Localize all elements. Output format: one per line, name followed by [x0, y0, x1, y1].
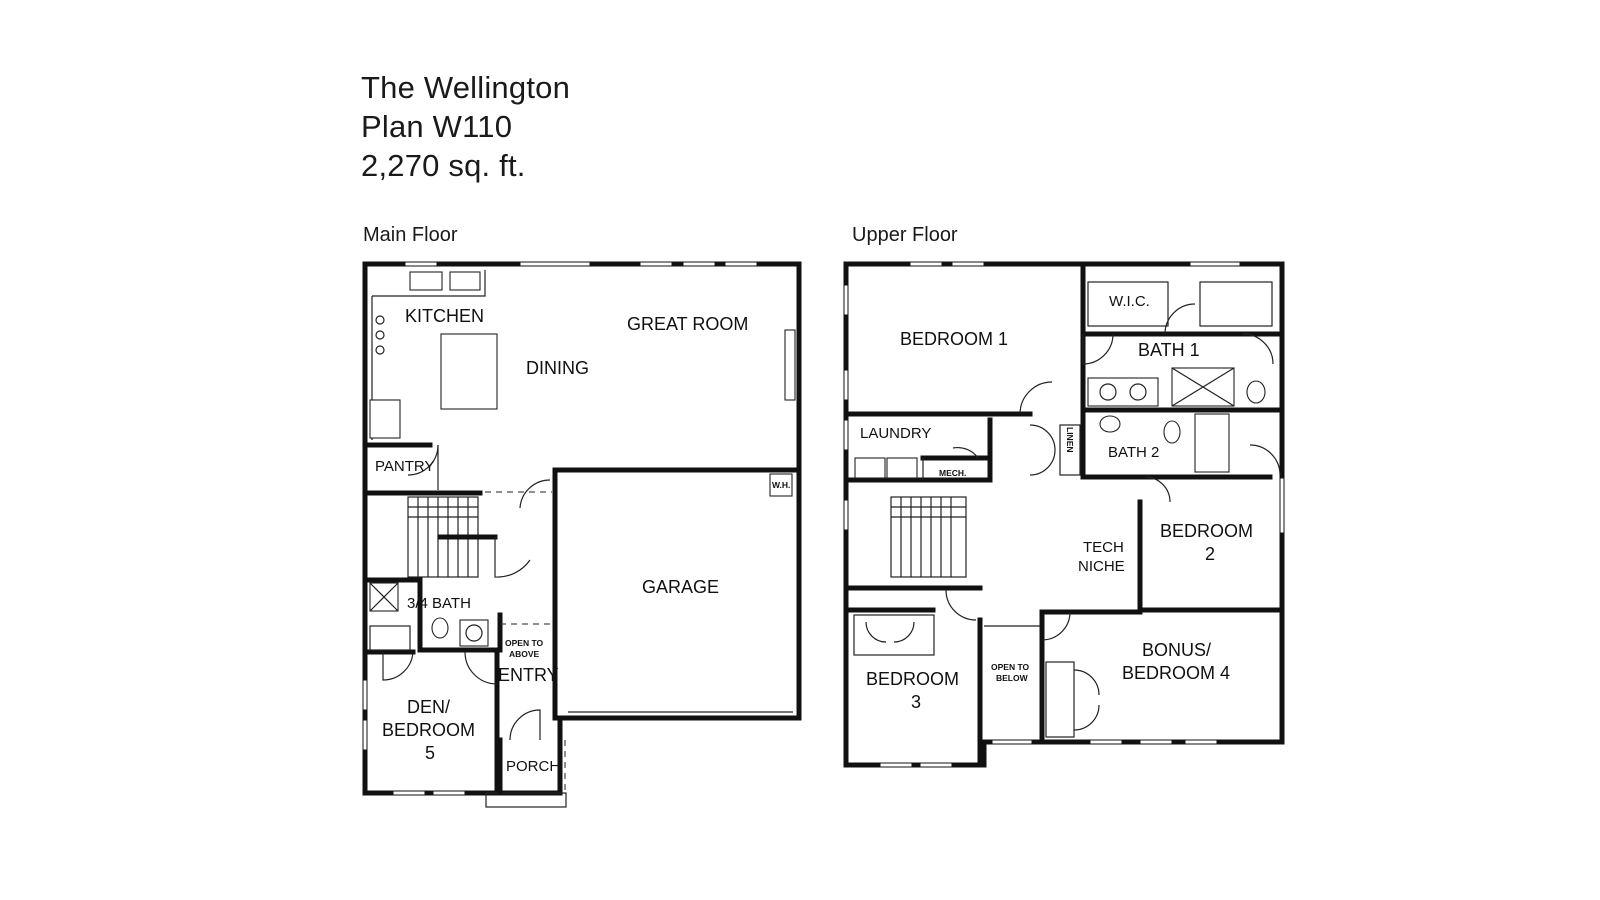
window	[432, 790, 466, 796]
room-three-quarter-bath: 3/4 BATH	[407, 595, 471, 612]
double-vanity	[1087, 377, 1159, 407]
window	[1189, 261, 1241, 267]
label-open-to-below-1: OPEN TO	[991, 662, 1029, 672]
window	[639, 261, 673, 267]
upper-floor-plan: BEDROOM 1 W.I.C. BATH 1 LAUNDRY LINEN BA…	[843, 261, 1285, 768]
window	[879, 762, 913, 768]
room-pantry: PANTRY	[375, 458, 434, 475]
room-garage: GARAGE	[642, 577, 719, 597]
window	[362, 719, 368, 751]
label-water-heater: W.H.	[772, 480, 790, 490]
room-bonus-line1: BONUS/	[1142, 640, 1211, 660]
window	[909, 261, 943, 267]
window	[951, 261, 985, 267]
room-den-line2: BEDROOM	[382, 720, 475, 740]
main-floor-label: Main Floor	[363, 224, 458, 246]
window	[1139, 739, 1173, 745]
kitchen-island	[440, 333, 498, 410]
label-open-to-above-2: ABOVE	[509, 649, 540, 659]
plan-area: 2,270 sq. ft.	[361, 148, 526, 183]
room-den-line1: DEN/	[407, 697, 450, 717]
vanity	[459, 619, 489, 647]
room-tech-niche-1: TECH	[1083, 539, 1124, 556]
main-floor-plan: KITCHEN DINING GREAT ROOM PANTRY GARAGE …	[362, 261, 802, 808]
bath2-toilet	[1163, 420, 1181, 444]
room-bedroom-2-line2: 2	[1205, 544, 1215, 564]
window	[1089, 739, 1123, 745]
plan-name: The Wellington	[361, 70, 571, 105]
toilet	[431, 617, 449, 639]
label-open-to-below-2: BELOW	[996, 673, 1029, 683]
window	[843, 419, 849, 451]
room-bedroom-1: BEDROOM 1	[900, 329, 1008, 349]
bath2-sink	[1099, 415, 1121, 433]
window	[724, 261, 758, 267]
window	[362, 679, 368, 711]
room-bath-2: BATH 2	[1108, 444, 1159, 461]
room-tech-niche-2: NICHE	[1078, 558, 1125, 575]
room-wic: W.I.C.	[1109, 293, 1150, 310]
room-bedroom-3-line1: BEDROOM	[866, 669, 959, 689]
window	[404, 261, 438, 267]
window	[1184, 739, 1218, 745]
dishwasher	[449, 271, 481, 291]
window	[682, 261, 716, 267]
water-heater	[769, 473, 793, 497]
window	[991, 739, 1033, 745]
washer	[854, 457, 886, 479]
sliding-door	[519, 261, 591, 267]
window	[843, 499, 849, 531]
room-great-room: GREAT ROOM	[627, 314, 748, 334]
plan-number: Plan W110	[361, 109, 513, 144]
room-entry: ENTRY	[498, 665, 559, 685]
room-porch: PORCH	[506, 758, 560, 775]
stairs	[407, 496, 498, 578]
room-mech: MECH.	[939, 468, 966, 478]
refrigerator	[369, 399, 401, 439]
window	[392, 790, 426, 796]
room-bedroom-3-line2: 3	[911, 692, 921, 712]
upper-floor-label: Upper Floor	[852, 224, 958, 246]
window	[1279, 477, 1285, 534]
toilet	[1246, 380, 1266, 404]
bathtub	[1194, 413, 1230, 473]
room-bath-1: BATH 1	[1138, 340, 1200, 360]
stairs	[890, 496, 967, 578]
room-kitchen: KITCHEN	[405, 306, 484, 326]
sink	[409, 271, 443, 291]
room-dining: DINING	[526, 358, 589, 378]
label-linen: LINEN	[1065, 427, 1075, 453]
room-bedroom-2-line1: BEDROOM	[1160, 521, 1253, 541]
label-open-to-above-1: OPEN TO	[505, 638, 543, 648]
window	[919, 762, 953, 768]
window	[843, 369, 849, 401]
room-laundry: LAUNDRY	[860, 425, 931, 442]
window	[843, 284, 849, 316]
room-bonus-line2: BEDROOM 4	[1122, 663, 1230, 683]
plan-title-block: The Wellington Plan W110 2,270 sq. ft.	[361, 68, 570, 185]
dryer	[886, 457, 918, 479]
fireplace	[784, 329, 796, 401]
room-den-line3: 5	[425, 743, 435, 763]
